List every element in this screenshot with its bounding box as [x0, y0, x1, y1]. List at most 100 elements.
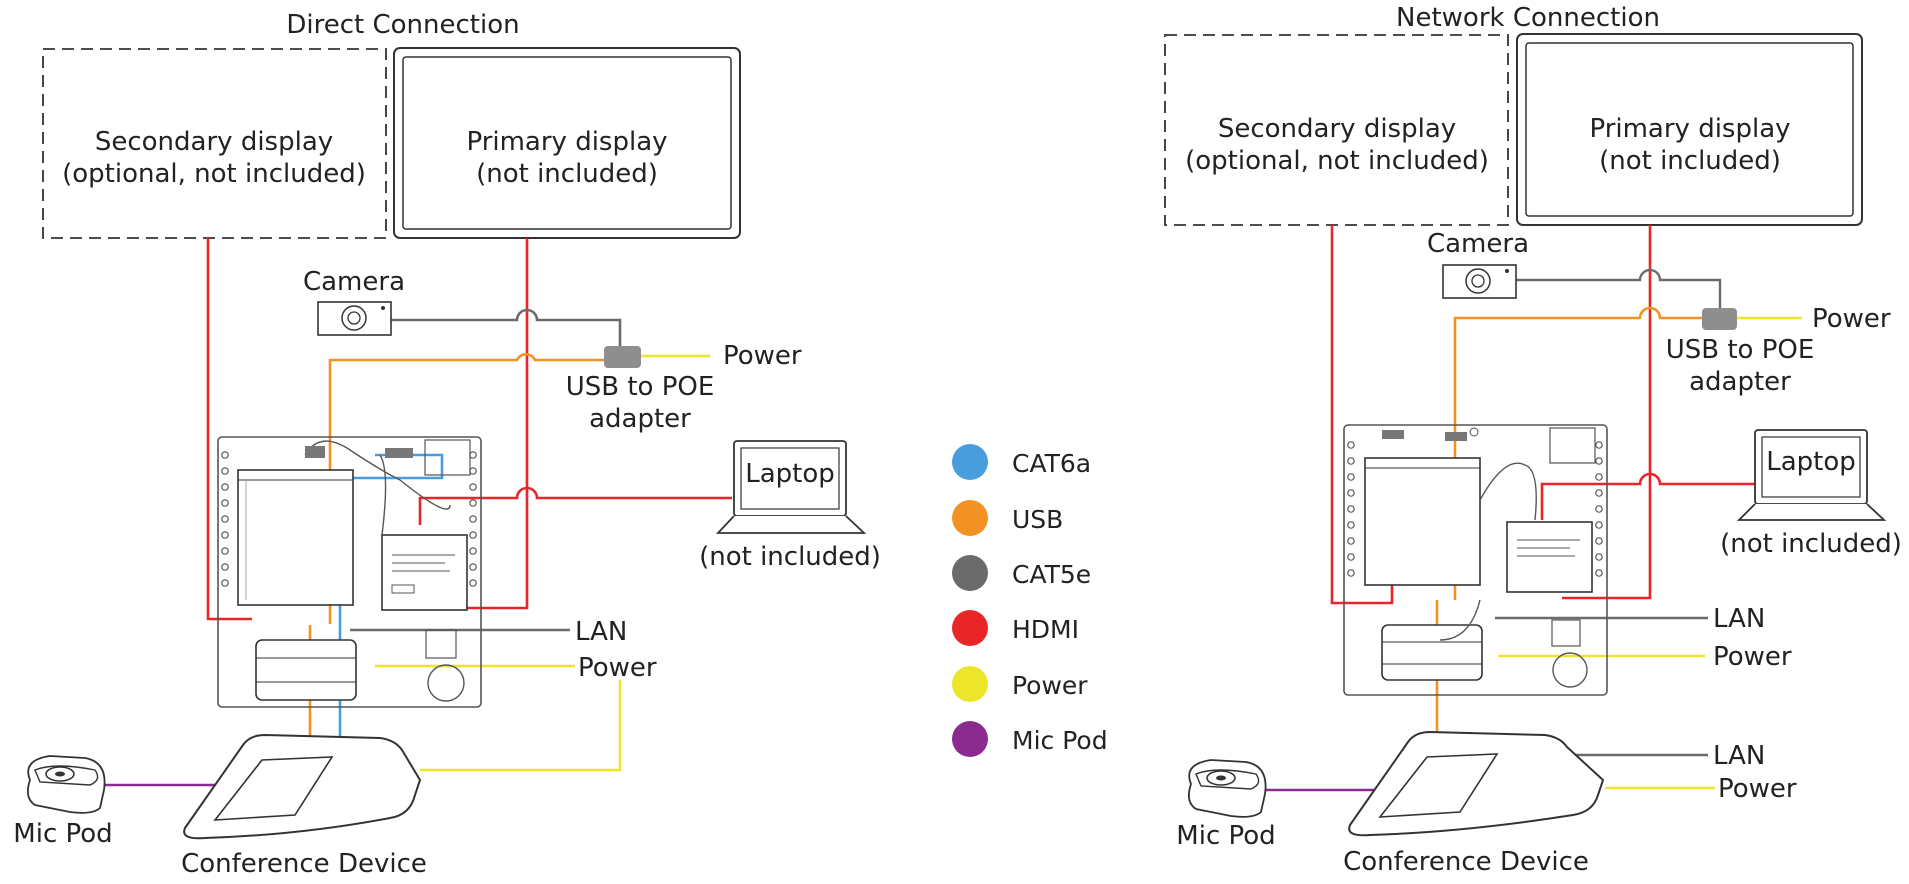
laptop-screen	[740, 447, 840, 510]
secondary-display-label: Secondary display	[1218, 114, 1456, 144]
laptop-label: Laptop	[1766, 447, 1856, 477]
hdmi-cable-primary	[440, 238, 529, 610]
rack-holes-right	[469, 451, 477, 587]
hdmi-cables	[1330, 225, 1755, 605]
hdmi-cable-laptop	[418, 486, 732, 525]
camera-lens-outer	[1465, 268, 1491, 294]
camera-lens-inner	[1471, 274, 1485, 288]
primary-display-bezel	[1516, 33, 1863, 226]
camera-lens-outer	[341, 305, 367, 331]
rack-power-supply	[255, 639, 357, 701]
usb-cable	[1453, 306, 1720, 600]
laptop: Laptop (not included)	[1720, 429, 1902, 559]
primary-display-label: Primary display	[1589, 114, 1790, 144]
primary-display-note: (not included)	[1599, 146, 1781, 176]
secondary-display: Secondary display (optional, not include…	[42, 48, 387, 239]
legend-label-cat6a: CAT6a	[1012, 449, 1091, 478]
camera-lens-inner	[347, 311, 361, 325]
secondary-display-frame	[1164, 34, 1509, 226]
usb-cable	[328, 353, 620, 624]
conference-device: Conference Device	[181, 733, 427, 879]
cat5e-camera-cable	[1515, 268, 1722, 310]
cat5e-camera-cable	[391, 308, 622, 350]
rack-power-supply	[1381, 624, 1483, 681]
equipment-rack	[217, 436, 482, 708]
camera-label: Camera	[1427, 229, 1529, 259]
rack-switch-unit	[1506, 521, 1593, 593]
laptop-note: (not included)	[1720, 529, 1902, 559]
camera: Camera	[303, 267, 405, 336]
secondary-display: Secondary display (optional, not include…	[1164, 34, 1509, 226]
primary-display: Primary display (not included)	[1516, 33, 1863, 226]
legend-label-usb: USB	[1012, 505, 1063, 534]
lan-rack-label: LAN	[1713, 604, 1765, 634]
primary-display-screen	[402, 56, 732, 230]
hdmi-cable-secondary	[1330, 225, 1394, 605]
legend-swatch-cat6a	[952, 444, 988, 480]
hdmi-cable-laptop	[1540, 472, 1755, 520]
rack-plate	[217, 436, 482, 708]
rack-grommet	[427, 664, 465, 702]
usb-poe-label-line1: USB to POE	[566, 372, 715, 402]
mic-pod-label: Mic Pod	[1176, 821, 1275, 851]
mic-pod-button-icon	[45, 766, 75, 782]
network-connection-panel: Network Connection Secondary display (op…	[1164, 3, 1902, 877]
conference-device-label: Conference Device	[181, 849, 427, 879]
hdmi-cable-primary	[1562, 225, 1652, 600]
laptop-screen	[1761, 436, 1861, 498]
camera-label: Camera	[303, 267, 405, 297]
lan-device-label: LAN	[1713, 741, 1765, 771]
rack-power-label: Power	[1713, 642, 1792, 672]
rack-holes-left	[221, 451, 229, 587]
laptop-base	[715, 515, 867, 534]
adapter-power-label: Power	[723, 341, 802, 371]
rack-computer-unit	[1364, 457, 1481, 586]
mic-pod: Mic Pod	[13, 755, 113, 849]
legend-label-hdmi: HDMI	[1012, 615, 1079, 644]
legend-label-power: Power	[1012, 671, 1088, 700]
panel-title: Network Connection	[1396, 3, 1660, 33]
rack-holes-left	[1347, 441, 1355, 577]
conference-device-label: Conference Device	[1343, 847, 1589, 877]
mic-pod-button-icon	[1206, 770, 1236, 786]
mic-pod-body	[1187, 759, 1267, 818]
usb-poe-adapter: Power USB to POE adapter	[566, 341, 802, 434]
cable-legend: CAT6a USB CAT5e HDMI Power Mic Pod	[952, 444, 1108, 757]
legend-swatch-cat5e	[952, 555, 988, 591]
mic-pod: Mic Pod	[1176, 759, 1276, 851]
rack-grommet	[1552, 652, 1588, 688]
laptop-note: (not included)	[699, 542, 881, 572]
panel-title: Direct Connection	[286, 10, 519, 40]
rack-computer-unit	[237, 469, 354, 606]
legend-label-micpod: Mic Pod	[1012, 726, 1108, 755]
power-cable-device	[420, 680, 622, 772]
rack-holes-right	[1595, 441, 1603, 577]
secondary-display-note: (optional, not included)	[1185, 146, 1489, 176]
rack-plate	[1343, 424, 1608, 696]
direct-connection-panel: Direct Connection Secondary display (opt…	[13, 10, 881, 879]
conference-device-screen	[1378, 753, 1499, 818]
legend-swatch-usb	[952, 500, 988, 536]
rack-switch-unit	[381, 534, 468, 611]
equipment-rack	[1343, 424, 1608, 696]
primary-display-note: (not included)	[476, 159, 658, 189]
lan-label: LAN	[575, 617, 627, 647]
legend-swatch-hdmi	[952, 610, 988, 646]
usb-poe-adapter-box	[604, 346, 641, 368]
usb-poe-label-line2: adapter	[1689, 367, 1791, 397]
usb-poe-adapter: Power USB to POE adapter	[1666, 304, 1891, 397]
legend-swatch-power	[952, 666, 988, 702]
conference-device-screen	[213, 756, 334, 821]
mic-pod-label: Mic Pod	[13, 819, 112, 849]
primary-display-label: Primary display	[466, 127, 667, 157]
legend-swatch-micpod	[952, 721, 988, 757]
rack-label-plate	[424, 439, 471, 476]
usb-poe-label-line2: adapter	[589, 404, 691, 434]
legend-label-cat5e: CAT5e	[1012, 560, 1091, 589]
usb-poe-adapter-box	[1702, 308, 1737, 330]
adapter-power-label: Power	[1812, 304, 1891, 334]
device-power-label: Power	[1718, 774, 1797, 804]
camera: Camera	[1427, 229, 1529, 299]
